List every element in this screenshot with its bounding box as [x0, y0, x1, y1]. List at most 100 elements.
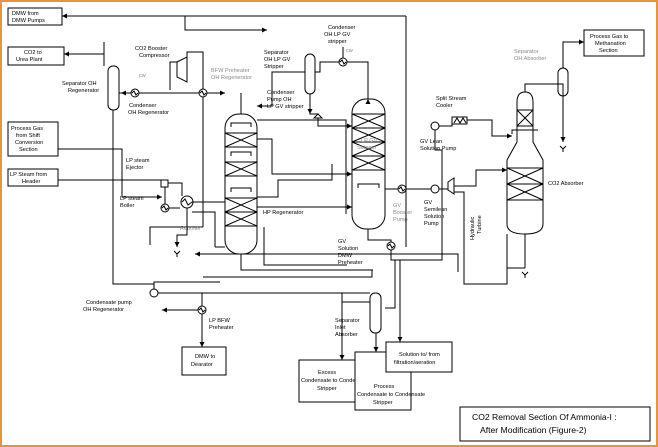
label-lp-bfw-1: LP BFW: [209, 318, 230, 324]
label-gv-dmw-3: DMW: [338, 253, 353, 259]
box-process-gas-methanation: Process Gas to Methanation Section: [583, 29, 645, 57]
separator-oh-regenerator: [103, 42, 120, 111]
label-gv-semilean-2: Semilean: [424, 207, 447, 213]
label-cw-1: cw: [139, 73, 147, 79]
label-hydraulic-turbine-1: Hydraulic: [470, 216, 476, 240]
label-cond-pump-3: LP GV stripper: [267, 104, 304, 110]
label-split-cooler-2: Cooler: [436, 103, 453, 109]
box-process-gas-methanation-line1: Process Gas to: [590, 34, 628, 40]
box-co2-urea-line1: CO2 to: [24, 50, 42, 56]
box-dmw-from-pumps: DMW from DMW Pumps: [7, 7, 63, 26]
label-sep-oh-absorber-1: Separator: [514, 49, 539, 55]
label-sep-inlet-abs-2: Inlet: [335, 325, 346, 331]
box-solution-filtration-line2: filtration/aeration: [394, 360, 435, 366]
label-gv-semilean-3: Solution: [424, 214, 444, 220]
box-process-gas-shift-line1: Process Gas: [11, 126, 43, 132]
box-co2-urea: CO2 to Urea Plant: [7, 46, 65, 66]
label-gv-booster-1: GV: [393, 203, 401, 209]
label-cond-pump-regen-1: Condensate pump: [86, 300, 132, 306]
label-hydraulic-turbine-2: Turbine: [477, 215, 483, 234]
label-gv-lean-pump-2: Solution Pump: [420, 146, 456, 152]
label-hp-regenerator: HP Regenerator: [263, 210, 303, 216]
box-excess-condensate-line3: Stripper: [317, 386, 337, 392]
label-lp-ejector-1: LP steam: [126, 158, 150, 164]
separator-oh-lp-gv-stripper: [304, 53, 316, 95]
drain-symbols: [173, 145, 567, 278]
piping: [58, 15, 584, 360]
separator-inlet-absorber: [369, 292, 382, 334]
label-sep-inlet-abs-1: Separator: [335, 318, 360, 324]
label-lp-boiler-2: Boiler: [120, 203, 134, 209]
label-lp-ejector-2: Ejector: [126, 165, 144, 171]
label-co2-booster-1: CO2 Booster: [135, 46, 167, 52]
hp-regenerator-column: [224, 113, 258, 255]
label-lp-gv-stripper-1: LP GV: [361, 138, 378, 144]
split-stream-cooler: [451, 116, 468, 125]
label-sep-oh-lp-gv-1: Separator: [264, 50, 289, 56]
box-process-gas-shift-line2: from Shift: [16, 133, 40, 139]
label-bfw-preheater-1: BFW Preheater: [211, 68, 250, 74]
label-sep-oh-absorber-2: OH Absorber: [514, 56, 546, 62]
co2-absorber-column: [506, 91, 544, 235]
label-sep-oh-regen-1: Separator OH: [62, 81, 97, 87]
label-cond-pump-2: Pump OH: [267, 97, 292, 103]
box-excess-condensate-line2: Condensate to Condensate: [301, 378, 369, 384]
label-reboiler: Reboiler: [180, 226, 201, 232]
label-co2-booster-2: Compressor: [139, 53, 170, 59]
box-process-gas-shift: Process Gas from Shift Conversion Sectio…: [7, 121, 59, 157]
label-cond-pump-regen-2: OH Regenerator: [83, 307, 124, 313]
box-solution-filtration-line1: Solution to/ from: [399, 352, 440, 358]
label-gv-lean-pump-1: GV Lean: [420, 139, 442, 145]
label-cond-oh-regen-2: OH Regenerator: [128, 110, 169, 116]
label-cond-oh-lp-gv-3: stripper: [328, 39, 347, 45]
title-block: CO2 Removal Section Of Ammonia-I : After…: [459, 406, 651, 442]
box-process-gas-methanation-line3: Section: [599, 48, 618, 54]
box-process-condensate-line2: Condensate to Condensate: [357, 392, 425, 398]
label-gv-semilean-4: Pump: [424, 221, 439, 227]
lp-gv-stripper-column: [351, 98, 386, 230]
label-cw-2: cw: [346, 48, 354, 54]
label-cond-oh-regen-1: Condenser: [129, 103, 157, 109]
label-gv-booster-3: Pump: [393, 217, 408, 223]
label-cond-oh-lp-gv-1: Condenser: [328, 25, 356, 31]
label-lp-boiler-1: LP steam: [120, 196, 144, 202]
box-excess-condensate: Excess Condensate to Condensate Stripper: [298, 359, 369, 403]
label-gv-dmw-2: Solution: [338, 246, 358, 252]
equipment-labels: CO2 Booster Compressor Separator OH Rege…: [62, 25, 584, 338]
label-sep-inlet-abs-3: Absorber: [335, 332, 358, 338]
box-process-gas-shift-line3: Conversion: [15, 140, 43, 146]
box-lp-steam-header: LP Steam from Header: [7, 168, 59, 187]
box-dmw-deaerator-line1: DMW to: [195, 354, 215, 360]
label-lp-gv-stripper-2: Stripper: [357, 145, 377, 151]
title-line1: CO2 Removal Section Of Ammonia-I :: [472, 412, 617, 422]
label-cond-oh-lp-gv-2: OH LP GV: [324, 32, 351, 38]
box-dmw-deaerator: DMW to Dearator: [181, 346, 227, 376]
box-co2-urea-line2: Urea Plant: [16, 57, 43, 63]
box-process-condensate-line1: Process: [374, 384, 394, 390]
box-dmw-from-pumps-line2: DMW Pumps: [12, 18, 45, 24]
label-gv-booster-2: Booster: [393, 210, 412, 216]
box-dmw-deaerator-line2: Dearator: [191, 362, 213, 368]
label-sep-oh-lp-gv-3: Stripper: [264, 64, 284, 70]
label-co2-absorber: CO2 Absorber: [548, 181, 584, 187]
title-line2: After Modification (Figure-2): [480, 425, 587, 435]
label-sep-oh-regen-2: Regenerator: [68, 88, 99, 94]
co2-booster-compressor: [176, 56, 188, 83]
label-gv-dmw-1: GV: [338, 239, 346, 245]
box-lp-steam-header-line1: LP Steam from: [10, 172, 48, 178]
label-gv-semilean-1: GV: [424, 200, 432, 206]
label-sep-oh-lp-gv-2: OH LP GV: [264, 57, 291, 63]
label-gv-dmw-4: Preheater: [338, 260, 363, 266]
box-lp-steam-header-line2: Header: [22, 179, 40, 185]
label-lp-bfw-2: Preheater: [209, 325, 234, 331]
label-split-cooler-1: Split Stream: [436, 96, 467, 102]
label-bfw-preheater-2: OH Regenerator: [211, 75, 252, 81]
label-cond-pump-1: Condenser: [267, 90, 295, 96]
box-solution-filtration: Solution to/ from filtration/aeration: [385, 341, 453, 373]
box-process-gas-shift-line4: Section: [19, 147, 38, 153]
box-process-condensate-line3: Stripper: [373, 400, 393, 406]
box-dmw-from-pumps-line1: DMW from: [12, 11, 39, 17]
box-excess-condensate-line1: Excess: [318, 370, 336, 376]
